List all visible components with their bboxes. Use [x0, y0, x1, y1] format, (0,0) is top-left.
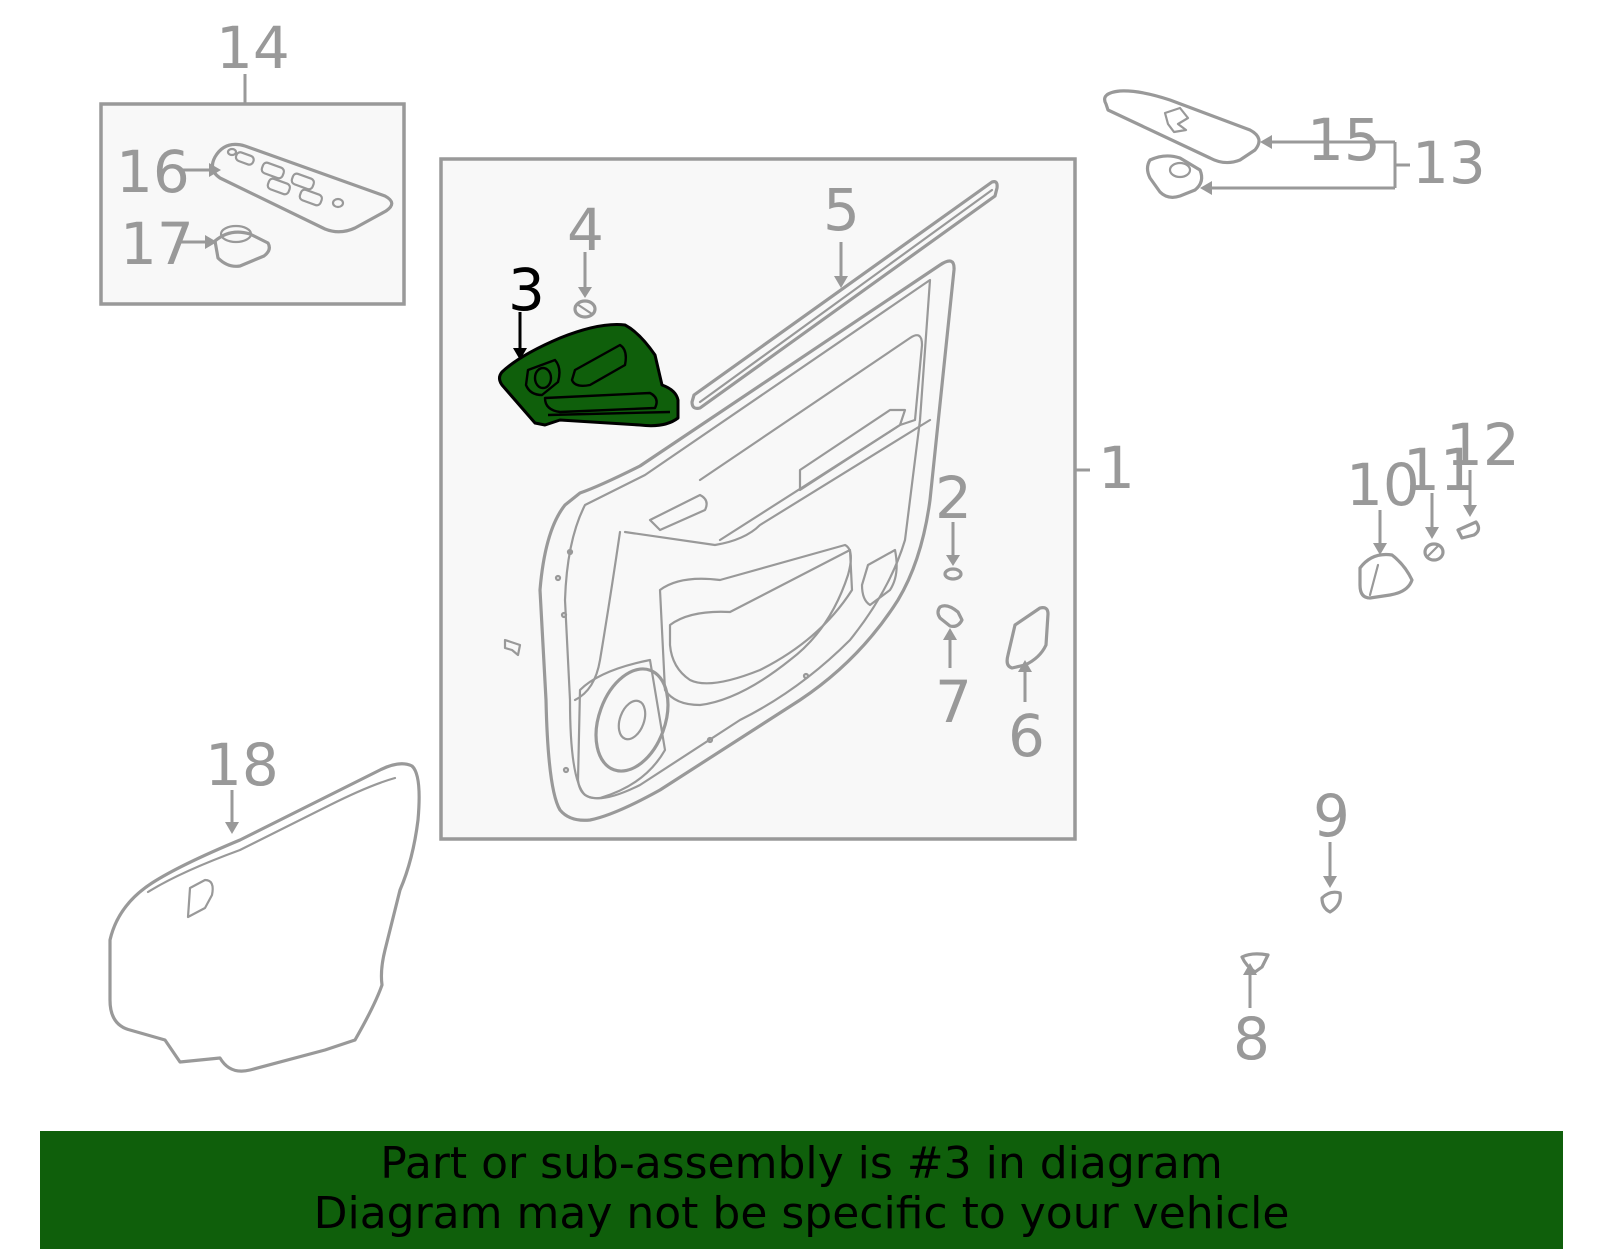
callout-2: 2 [935, 464, 972, 532]
callout-3: 3 [508, 256, 545, 324]
callout-13: 13 [1412, 129, 1486, 197]
callout-16: 16 [116, 138, 190, 206]
part-9-fastener[interactable] [1320, 890, 1342, 914]
part-1-door-trim-panel[interactable] [538, 259, 956, 822]
part-16-window-switch[interactable] [210, 142, 394, 234]
callout-11: 11 [1403, 436, 1477, 504]
leader-lines [180, 135, 1477, 1008]
part-pushpin [503, 638, 522, 657]
part-12-clip[interactable] [1456, 520, 1481, 540]
part-8-fastener[interactable] [1240, 952, 1270, 974]
part-15-switch-bezel[interactable] [1103, 89, 1261, 165]
callout-7: 7 [935, 668, 972, 736]
part-13-switch[interactable] [1145, 154, 1204, 199]
callout-8: 8 [1233, 1005, 1270, 1073]
callout-15: 15 [1307, 106, 1381, 174]
callout-4: 4 [567, 196, 604, 264]
info-banner: Part or sub-assembly is #3 in diagram Di… [40, 1131, 1563, 1249]
part-18-rear-door-panel[interactable] [108, 762, 421, 1073]
callout-17: 17 [120, 210, 194, 278]
banner-line-2: Diagram may not be specific to your vehi… [313, 1188, 1290, 1239]
switch-kit-box [99, 74, 406, 306]
callout-10: 10 [1346, 451, 1420, 519]
part-3-armrest-switch-panel[interactable] [498, 323, 680, 428]
part-17-switch[interactable] [213, 224, 271, 268]
callout-labels: 1 2 3 4 5 6 7 8 9 10 11 12 13 14 15 16 1… [116, 14, 1520, 1073]
banner-line-1: Part or sub-assembly is #3 in diagram [380, 1138, 1223, 1189]
part-7-fastener[interactable] [936, 604, 964, 628]
part-2-clip[interactable] [943, 567, 963, 581]
callout-1: 1 [1098, 434, 1135, 502]
callout-14: 14 [216, 14, 290, 82]
callout-6: 6 [1008, 702, 1045, 770]
callout-18: 18 [205, 731, 279, 799]
part-11-clip[interactable] [1423, 542, 1445, 562]
part-4-clip[interactable] [573, 299, 597, 319]
part-5-weatherstrip[interactable] [690, 180, 999, 410]
callout-12: 12 [1446, 411, 1520, 479]
callout-5: 5 [823, 176, 860, 244]
part-6-cover[interactable] [1005, 606, 1050, 670]
callout-9: 9 [1313, 782, 1350, 850]
part-10-handle-cover[interactable] [1358, 552, 1414, 600]
